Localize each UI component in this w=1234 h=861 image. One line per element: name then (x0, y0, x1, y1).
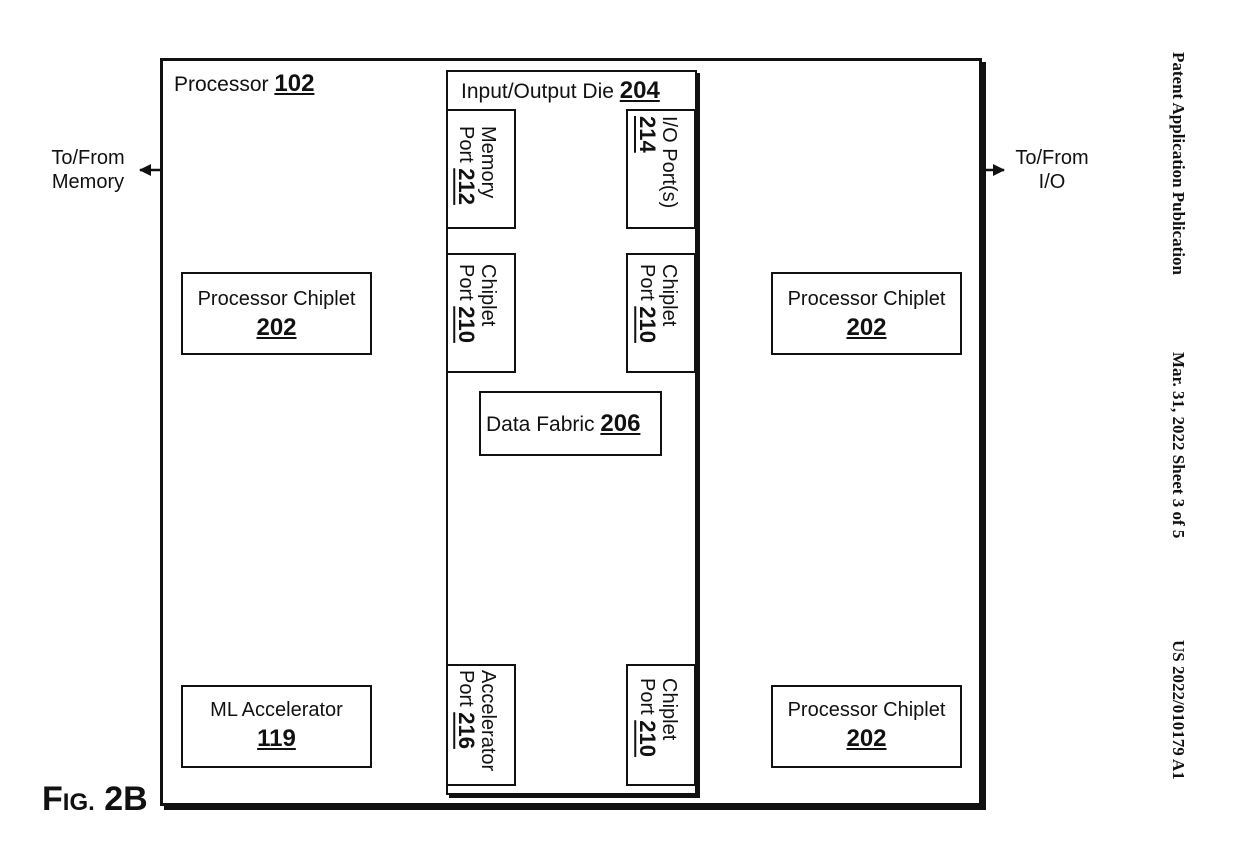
io-ports-number: 214 (635, 116, 660, 153)
processor-chiplet-right-bottom-label: Processor Chiplet (787, 699, 946, 721)
memory-port-box (446, 109, 516, 229)
chiplet-port-right-top-number: 210 (635, 306, 660, 343)
chiplet-port-left-line1: Chiplet (477, 264, 499, 327)
processor-number: 102 (274, 70, 315, 97)
figure-label-small: IG. (62, 789, 95, 816)
date-sheet: Mar. 31, 2022 Sheet 3 of 5 (1169, 352, 1188, 539)
processor-chiplet-right-bottom-box: Processor Chiplet 202 (771, 685, 962, 768)
figure-label-number: 2B (104, 780, 148, 818)
processor-chiplet-right-top-number: 202 (846, 314, 887, 341)
processor-label: Processor 102 (174, 70, 314, 98)
io-die-label: Input/Output Die 204 (461, 77, 660, 105)
chiplet-port-right-top-line1: Chiplet (658, 264, 680, 327)
ml-accelerator-number: 119 (257, 725, 296, 752)
io-die-number: 204 (619, 77, 660, 104)
to-from-io-line1: To/From (1015, 147, 1089, 169)
chiplet-port-left-box (446, 253, 516, 373)
chiplet-port-right-bottom-line2: Port (636, 678, 658, 721)
memory-port-line1: Memory (477, 126, 499, 199)
publication-title: Patent Application Publication (1169, 52, 1188, 275)
accelerator-port-number: 216 (454, 712, 479, 749)
data-fabric-label: Data Fabric 206 (486, 410, 640, 438)
figure-label: FIG. 2B (42, 780, 148, 819)
processor-chiplet-left-box: Processor Chiplet 202 (181, 272, 372, 355)
ml-accelerator-label: ML Accelerator (210, 699, 343, 721)
processor-label-text: Processor (174, 73, 275, 96)
processor-chiplet-right-top-box: Processor Chiplet 202 (771, 272, 962, 355)
data-fabric-box (479, 391, 662, 456)
to-from-memory-line2: Memory (51, 171, 125, 193)
to-from-memory-label: To/From Memory (40, 146, 136, 194)
chiplet-port-right-bottom-box (626, 664, 696, 786)
date-sheet-header: Mar. 31, 2022 Sheet 3 of 5 (1168, 352, 1188, 538)
chiplet-port-right-top-line2: Port (636, 264, 658, 307)
accelerator-port-box (446, 664, 516, 786)
io-ports-label: I/O Port(s)214 (635, 116, 680, 209)
to-from-io-label: To/From I/O (1004, 146, 1100, 194)
to-from-memory-line1: To/From (51, 147, 125, 169)
to-from-io-line2: I/O (1038, 171, 1066, 193)
figure-label-prefix: F (42, 780, 63, 818)
accelerator-port-line1: Accelerator (477, 670, 499, 772)
chiplet-port-right-bottom-line1: Chiplet (658, 678, 680, 741)
pub-number-header: US 2022/010179 A1 (1168, 640, 1188, 780)
publication-header: Patent Application Publication (1168, 52, 1188, 275)
processor-chiplet-right-top-label: Processor Chiplet (787, 288, 946, 310)
io-die-label-text: Input/Output Die (461, 80, 620, 103)
processor-chiplet-left-number: 202 (256, 314, 297, 341)
chiplet-port-right-bottom-number: 210 (635, 720, 660, 757)
chiplet-port-left-line2: Port (455, 264, 477, 307)
processor-chiplet-left-label: Processor Chiplet (197, 288, 356, 310)
accelerator-port-line2: Port (455, 670, 477, 713)
processor-chiplet-right-bottom-number: 202 (846, 725, 887, 752)
memory-port-number: 212 (454, 168, 479, 205)
chiplet-port-left-number: 210 (454, 306, 479, 343)
io-ports-line1: I/O Port(s) (658, 116, 680, 209)
data-fabric-label-text: Data Fabric (486, 413, 601, 436)
pub-number: US 2022/010179 A1 (1169, 640, 1188, 780)
chiplet-port-right-top-box (626, 253, 696, 373)
ml-accelerator-box: ML Accelerator 119 (181, 685, 372, 768)
memory-port-line2: Port (455, 126, 477, 169)
data-fabric-number: 206 (600, 410, 641, 437)
io-ports-box (626, 109, 696, 229)
